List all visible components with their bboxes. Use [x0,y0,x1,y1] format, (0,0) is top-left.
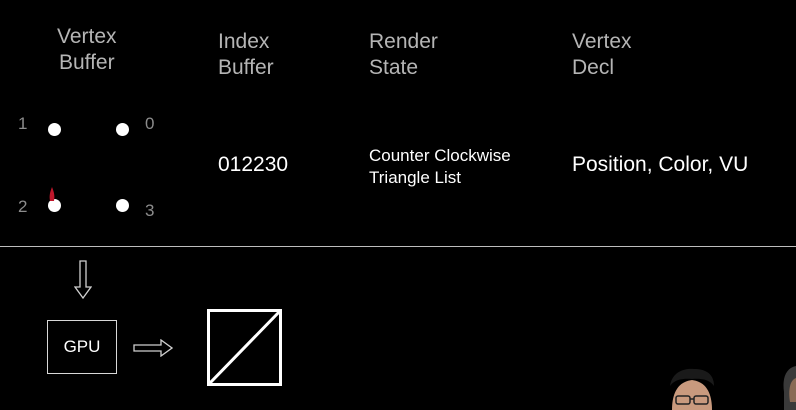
vertex-dot-0 [116,123,129,136]
header-render-state: Render State [369,29,438,81]
header-index-buffer-line1: Index [218,30,270,53]
header-index-buffer-line2: Buffer [218,56,274,79]
rendered-triangles-icon [207,309,282,386]
vertex-dot-3 [116,199,129,212]
gpu-label: GPU [63,337,101,356]
header-render-state-line1: Render [369,30,438,53]
render-state-line1: Counter Clockwise [369,146,511,165]
right-arrow-icon [133,339,173,357]
header-vertex-decl: Vertex Decl [572,29,632,81]
header-vertex-buffer-line2: Buffer [58,51,115,74]
vertex-dot-1 [48,123,61,136]
header-vertex-decl-line2: Decl [572,56,615,79]
vertex-label-3: 3 [145,201,155,220]
render-state-line2: Triangle List [369,168,461,187]
cursor-icon [49,187,55,201]
header-render-state-line2: State [369,56,419,79]
header-vertex-decl-line1: Vertex [572,30,632,53]
render-state-value: Counter Clockwise Triangle List [369,145,511,189]
vertex-decl-value: Position, Color, VU [572,153,749,176]
header-index-buffer: Index Buffer [218,29,274,81]
header-vertex-buffer: Vertex Buffer [57,24,117,76]
presenter-figure [670,368,714,410]
vertex-label-2: 2 [18,197,28,216]
header-vertex-buffer-line1: Vertex [57,25,117,48]
index-buffer-value: 012230 [218,153,289,176]
vertex-dot-2 [48,199,61,212]
vertex-label-0: 0 [145,114,155,133]
down-arrow-icon [74,260,92,300]
second-person-figure [783,366,796,410]
vertex-label-1: 1 [18,114,28,133]
gpu-box: GPU [47,320,117,374]
section-divider [0,246,796,247]
